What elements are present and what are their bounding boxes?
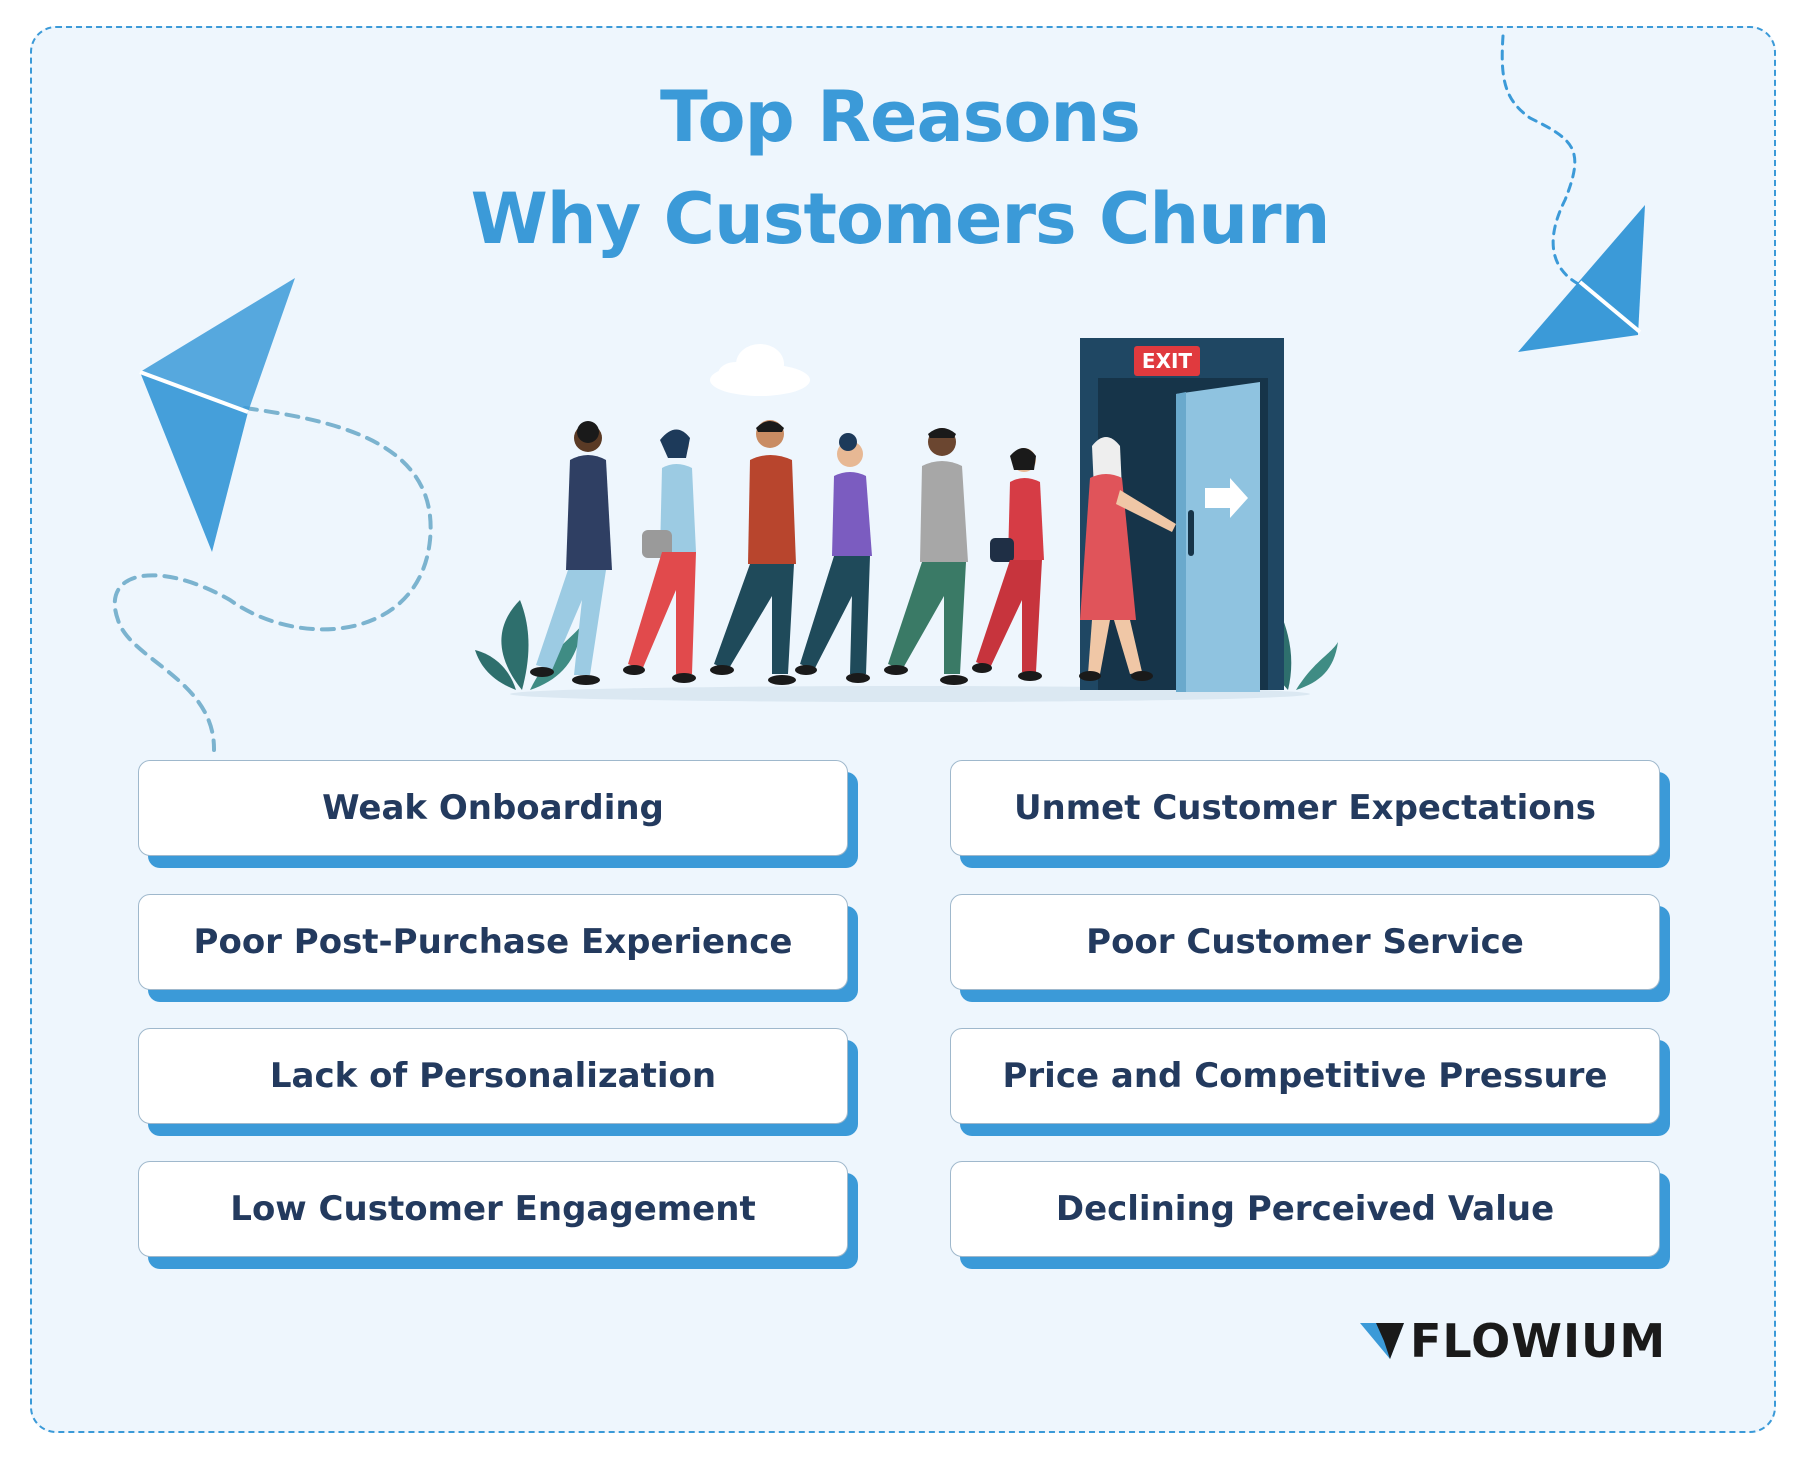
reason-label: Weak Onboarding	[322, 788, 664, 828]
churn-illustration: EXIT	[475, 338, 1338, 702]
cloud-icon	[710, 344, 810, 396]
reason-label: Lack of Personalization	[269, 1056, 717, 1096]
title-line-2: Why Customers Churn	[470, 178, 1331, 260]
reason-label: Price and Competitive Pressure	[1002, 1056, 1608, 1096]
reason-card: Low Customer Engagement	[138, 1161, 858, 1269]
reason-card: Declining Perceived Value	[950, 1161, 1670, 1269]
person-5-icon	[884, 428, 968, 685]
person-4-icon	[795, 433, 872, 683]
reason-label: Declining Perceived Value	[1055, 1189, 1555, 1229]
brand-name: FLOWIUM	[1410, 1314, 1667, 1368]
reason-card: Poor Customer Service	[950, 894, 1670, 1002]
flowium-logo-icon	[1360, 1323, 1404, 1359]
exit-sign: EXIT	[1142, 349, 1193, 373]
person-7-icon	[1079, 437, 1176, 681]
reason-label: Poor Post-Purchase Experience	[193, 922, 793, 962]
person-3-icon	[710, 420, 796, 685]
reason-card: Unmet Customer Expectations	[950, 760, 1670, 868]
reason-label: Poor Customer Service	[1086, 922, 1524, 962]
person-1-icon	[530, 421, 612, 685]
reason-card: Poor Post-Purchase Experience	[138, 894, 858, 1002]
brand-logo: FLOWIUM	[1360, 1316, 1666, 1366]
reason-card: Weak Onboarding	[138, 760, 858, 868]
person-2-icon	[623, 429, 696, 683]
reason-card: Lack of Personalization	[138, 1028, 858, 1136]
person-6-icon	[972, 448, 1044, 681]
reason-label: Unmet Customer Expectations	[1013, 788, 1597, 828]
arrow-right-icon	[1205, 478, 1248, 518]
title-line-1: Top Reasons	[660, 76, 1141, 158]
reason-label: Low Customer Engagement	[230, 1189, 756, 1229]
reason-card: Price and Competitive Pressure	[950, 1028, 1670, 1136]
